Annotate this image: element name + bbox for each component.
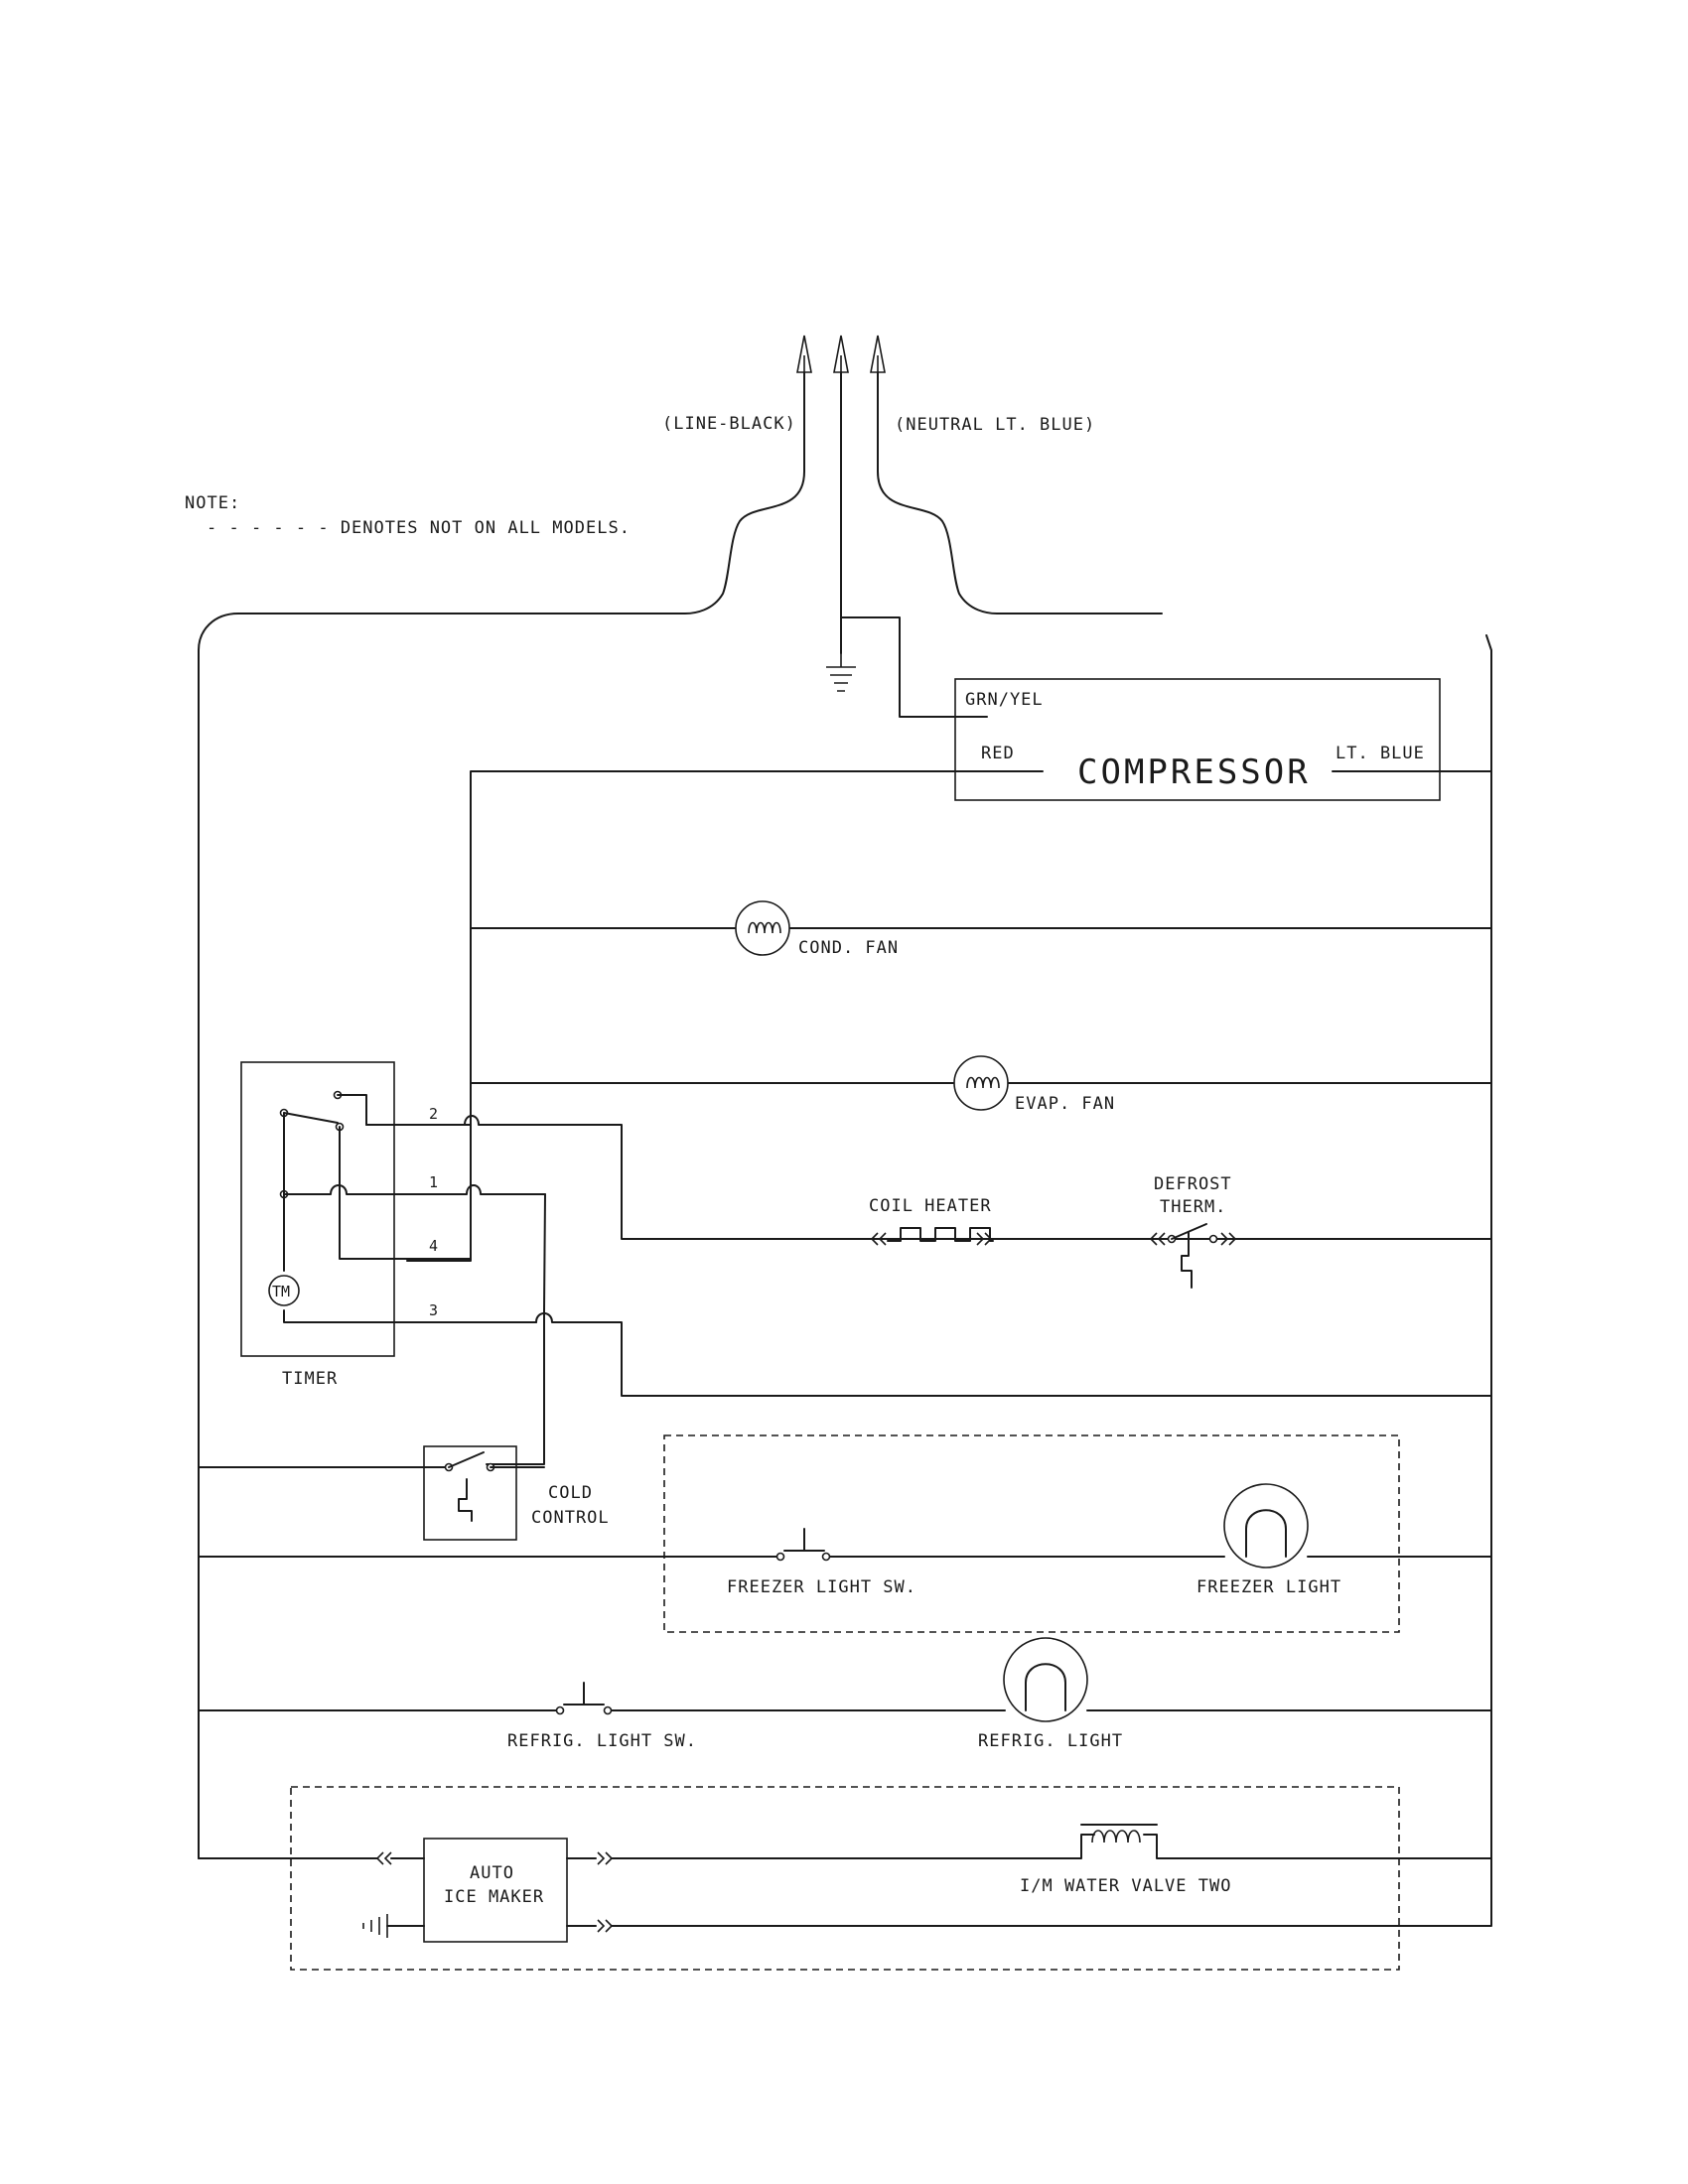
ice-maker-label-line2: ICE MAKER [444, 1887, 544, 1907]
ice-maker-ground [362, 1914, 425, 1938]
line-black-label: (LINE-BLACK) [662, 414, 796, 434]
terminal-3: 3 [429, 1301, 438, 1319]
note-title: NOTE: [185, 493, 240, 513]
arrow-ground [833, 335, 849, 373]
grn-yel-label: GRN/YEL [965, 690, 1044, 710]
evap-fan-label: EVAP. FAN [1015, 1094, 1115, 1114]
refrig-light-switch [555, 1682, 613, 1715]
note-text: - - - - - - DENOTES NOT ON ALL MODELS. [207, 518, 631, 538]
coil-heater [870, 1227, 994, 1246]
water-valve-coil [1080, 1824, 1158, 1843]
arrow-line [796, 335, 812, 373]
refrig-light-label: REFRIG. LIGHT [978, 1731, 1123, 1751]
red-wire [406, 770, 1044, 1262]
freezer-light-label: FREEZER LIGHT [1196, 1577, 1341, 1597]
terminal-4: 4 [429, 1237, 438, 1255]
cond-fan-label: COND. FAN [798, 938, 899, 958]
compressor-box [954, 678, 1441, 801]
terminal-3-wire [535, 1312, 1492, 1397]
water-valve-label: I/M WATER VALVE TWO [1020, 1876, 1231, 1896]
ice-maker-label-line1: AUTO [470, 1863, 514, 1883]
refrig-light-bulb [1003, 1637, 1088, 1722]
coil-heater-label: COIL HEATER [869, 1196, 992, 1216]
ground-symbol [826, 653, 856, 692]
cold-control-label-line2: CONTROL [531, 1508, 610, 1528]
defrost-thermostat [1149, 1223, 1237, 1289]
refrig-light-switch-label: REFRIG. LIGHT SW. [507, 1731, 697, 1751]
timer-motor-label: TM [272, 1283, 290, 1300]
compressor-label: COMPRESSOR [1077, 752, 1311, 792]
lt-blue-label: LT. BLUE [1336, 744, 1425, 763]
arrow-neutral [870, 335, 886, 373]
ice-maker-right-connector-top [597, 1851, 614, 1865]
freezer-light-switch-label: FREEZER LIGHT SW. [727, 1577, 916, 1597]
power-cord [198, 335, 1492, 1927]
line-black-wire [198, 371, 805, 1859]
cold-control-switch [444, 1451, 545, 1522]
terminal-2: 2 [429, 1105, 438, 1123]
terminal-1: 1 [429, 1173, 438, 1191]
neutral-label: (NEUTRAL LT. BLUE) [895, 415, 1095, 435]
cond-fan-motor [735, 900, 790, 956]
timer-label: TIMER [282, 1369, 338, 1389]
timer-t2-jumper [365, 1115, 1492, 1240]
red-label: RED [981, 744, 1015, 763]
freezer-light-optional-box [663, 1434, 1400, 1633]
cold-control-box [423, 1445, 517, 1541]
defrost-label-line1: DEFROST [1154, 1174, 1232, 1194]
grn-yel-wire [840, 616, 988, 718]
ice-maker-optional-box [290, 1786, 1400, 1971]
terminal-1-wire [486, 1193, 546, 1465]
right-bus-wire [1394, 634, 1492, 1927]
freezer-light-switch [775, 1528, 831, 1562]
timer-contacts [279, 1090, 546, 1323]
timer-box [240, 1061, 395, 1357]
ice-maker-output-wire-top [566, 1834, 1492, 1859]
ice-maker-right-connector-bottom [597, 1919, 614, 1933]
ice-maker-box [423, 1838, 568, 1943]
timer-motor [268, 1275, 300, 1306]
ice-maker-left-connector [375, 1851, 392, 1865]
defrost-label-line2: THERM. [1160, 1197, 1226, 1217]
evap-fan-motor [953, 1055, 1009, 1111]
freezer-light-bulb [1223, 1483, 1309, 1569]
neutral-wire [877, 371, 1163, 614]
cold-control-label-line1: COLD [548, 1483, 593, 1503]
